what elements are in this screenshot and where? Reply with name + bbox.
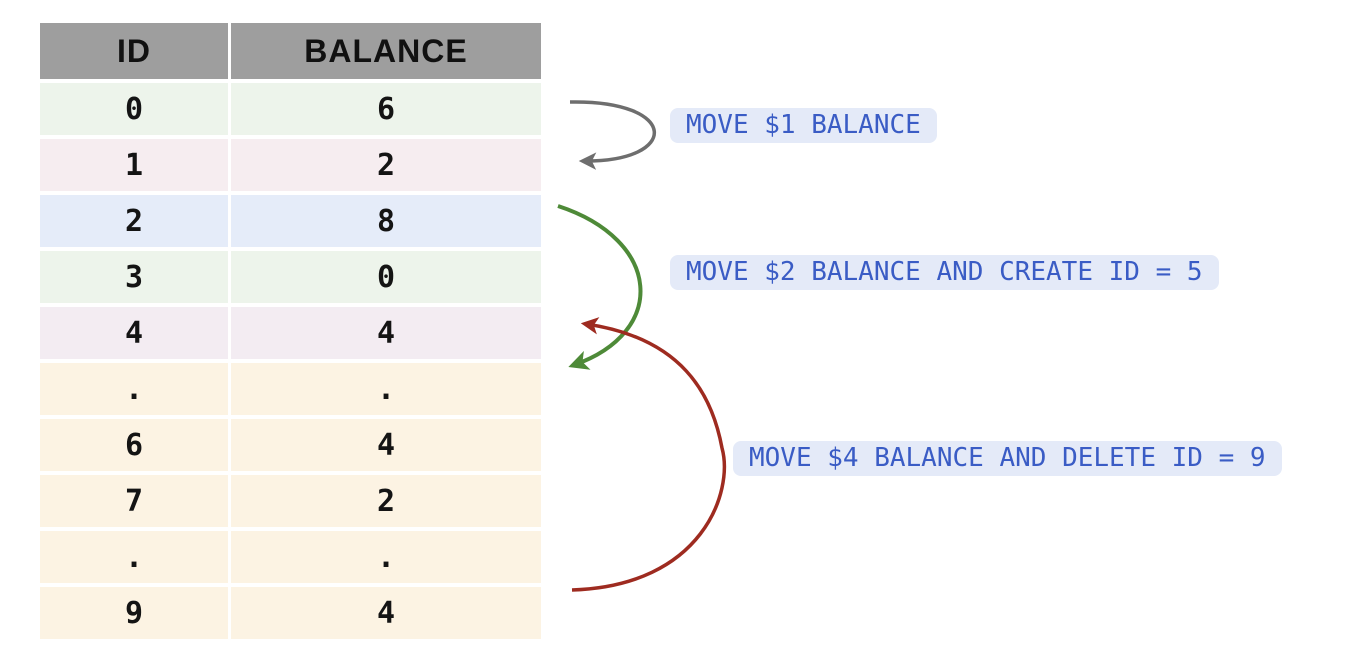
- table-row-ellipsis: . .: [40, 531, 541, 583]
- move-4-balance-delete-arrow: [571, 317, 727, 592]
- table-row: 7 2: [40, 475, 541, 527]
- id-cell: .: [40, 363, 228, 415]
- balance-cell: 6: [231, 83, 541, 135]
- table-row: 6 4: [40, 419, 541, 471]
- balance-cell: 4: [231, 307, 541, 359]
- id-cell: 7: [40, 475, 228, 527]
- balance-table: ID BALANCE 0 6 1 2 2 8 3 0 4 4: [37, 19, 544, 643]
- table-header-row: ID BALANCE: [40, 23, 541, 79]
- move-1-balance-label: MOVE $1 BALANCE: [670, 108, 937, 143]
- balance-cell: .: [231, 363, 541, 415]
- move-2-balance-create-arrow: [557, 204, 643, 370]
- table-row: 2 8: [40, 195, 541, 247]
- balance-cell: 8: [231, 195, 541, 247]
- id-cell: 0: [40, 83, 228, 135]
- table-row: 3 0: [40, 251, 541, 303]
- balance-cell: 0: [231, 251, 541, 303]
- table-row: 4 4: [40, 307, 541, 359]
- balance-cell: 2: [231, 475, 541, 527]
- balance-cell: 4: [231, 587, 541, 639]
- id-cell: 6: [40, 419, 228, 471]
- table-row: 1 2: [40, 139, 541, 191]
- balance-cell: 4: [231, 419, 541, 471]
- header-balance: BALANCE: [231, 23, 541, 79]
- balance-cell: 2: [231, 139, 541, 191]
- table-row: 9 4: [40, 587, 541, 639]
- id-cell: .: [40, 531, 228, 583]
- move-1-balance-arrow: [569, 100, 657, 170]
- table-row-ellipsis: . .: [40, 363, 541, 415]
- move-2-balance-create-label: MOVE $2 BALANCE AND CREATE ID = 5: [670, 255, 1219, 290]
- id-cell: 3: [40, 251, 228, 303]
- header-id: ID: [40, 23, 228, 79]
- balance-cell: .: [231, 531, 541, 583]
- move-4-balance-delete-label: MOVE $4 BALANCE AND DELETE ID = 9: [733, 441, 1282, 476]
- id-cell: 2: [40, 195, 228, 247]
- table-row: 0 6: [40, 83, 541, 135]
- id-cell: 4: [40, 307, 228, 359]
- id-cell: 1: [40, 139, 228, 191]
- id-cell: 9: [40, 587, 228, 639]
